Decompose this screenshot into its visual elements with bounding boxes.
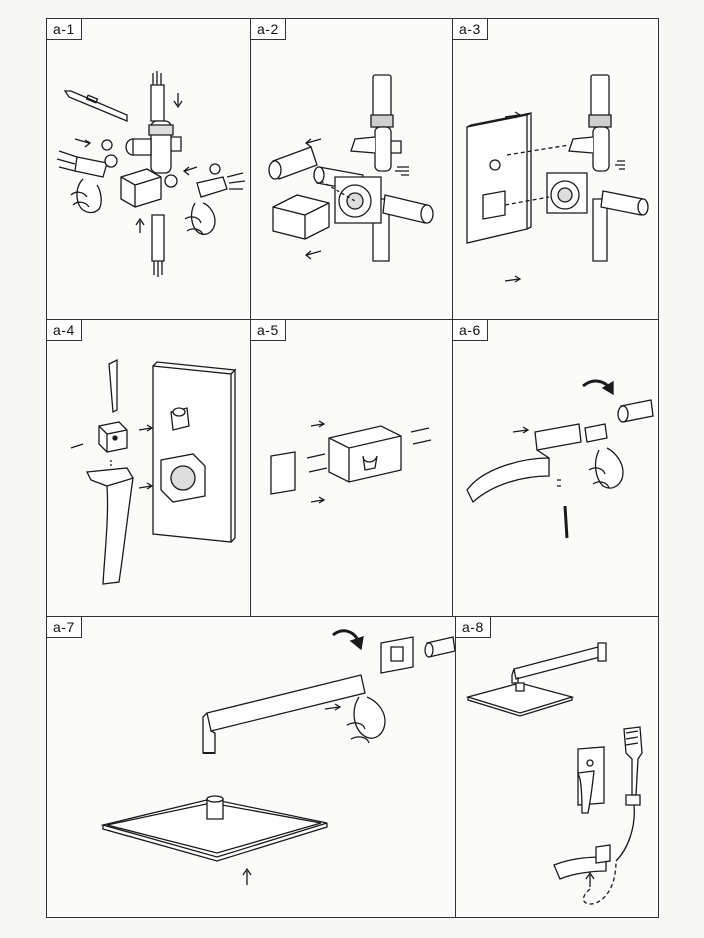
arrow-left-icon [306,251,321,259]
rotate-arrowhead [351,637,363,649]
valve-cartridge-box [335,177,381,223]
step-a-2-illustration [251,19,454,321]
step-a-6-illustration [453,320,660,618]
arrow-right-icon [311,421,324,427]
inlet-pipe-bottom [152,215,164,277]
step-label: a-2 [251,19,286,40]
allen-key-icon [565,506,567,538]
screw-icon [615,161,625,169]
inlet-pipe-right [197,164,245,197]
mixing-valve-body [547,75,648,261]
wall-bracket-plate [271,452,295,494]
arrow-right-icon [513,427,528,433]
step-a-8-illustration [456,617,660,919]
rotate-arrowhead [603,382,613,394]
step-a-4-illustration [47,320,252,618]
screw-icon [307,428,431,472]
arrow-up-icon [586,873,594,887]
step-panel-a-5: a-5 [250,319,453,617]
alignment-guide [321,181,355,201]
step-label: a-8 [456,617,491,638]
arrow-right-icon [139,483,152,489]
hand-icon [185,203,215,235]
wall-cover-plate [467,113,531,243]
step-label: a-5 [251,320,286,341]
arrow-right-icon [505,276,520,282]
arrow-left-icon [306,139,321,147]
step-a-7-illustration [47,617,457,919]
step-panel-a-8: a-8 [455,616,659,918]
arrow-right-icon [311,497,324,503]
hose-connection-guide [583,861,616,904]
handshower-holder-bracket [329,426,401,482]
wall-pipe [618,400,653,422]
spirit-level-icon [65,91,127,121]
valve-cartridge-box [121,169,177,207]
step-a-3-illustration [453,19,660,321]
hand-icon [71,179,101,212]
step-a-5-illustration [251,320,454,618]
bath-spout [467,424,581,502]
step-panel-a-4: a-4 [46,319,251,617]
arrow-right-icon [139,425,152,431]
step-label: a-4 [47,320,82,341]
inlet-pipe-left [57,151,117,177]
step-label: a-7 [47,617,82,638]
hand-icon [589,448,623,488]
lever-handle [578,771,594,813]
arrow-left-icon [184,167,197,175]
step-panel-a-6: a-6 [452,319,659,617]
handshower-icon [624,727,642,805]
arrow-up-icon [136,219,144,233]
inlet-pipe-right [383,195,433,223]
step-a-1-illustration [47,19,252,321]
screw-icon [557,480,561,486]
thread-adapter [585,424,607,442]
step-label: a-6 [453,320,488,341]
handle-cap-block [99,422,127,452]
thread-tape-icon [102,140,112,150]
protective-cap-box [273,195,329,239]
step-label: a-3 [453,19,488,40]
shower-arm [512,643,606,683]
arrow-down-icon [174,93,182,107]
wall-pipe [425,637,455,657]
mixing-valve-body [126,121,181,173]
rain-shower-head [103,796,327,861]
mixing-valve-body [351,75,401,261]
hand-icon [347,697,385,743]
wall-cover-plate [153,362,235,542]
allen-key-icon [109,360,117,412]
protective-cap-cylinder [269,147,317,179]
step-label: a-1 [47,19,82,40]
step-panel-a-7: a-7 [46,616,456,918]
inlet-pipe-top [151,71,164,121]
arrow-right-icon [325,704,340,710]
arrow-right-icon [505,112,520,118]
rain-shower-head [468,683,572,716]
bath-spout [554,845,610,879]
screw-icon [395,167,409,175]
lever-handle [87,468,133,584]
shower-arm [203,675,365,753]
alignment-guide [505,145,569,205]
arrow-up-icon [243,869,251,885]
shower-hose [616,805,634,861]
screw-icon [71,444,83,448]
step-panel-a-1: a-1 [46,18,251,320]
step-panel-a-3: a-3 [452,18,659,320]
wall-flange [381,637,413,673]
arrow-right-icon [75,139,90,147]
step-panel-a-2: a-2 [250,18,453,320]
